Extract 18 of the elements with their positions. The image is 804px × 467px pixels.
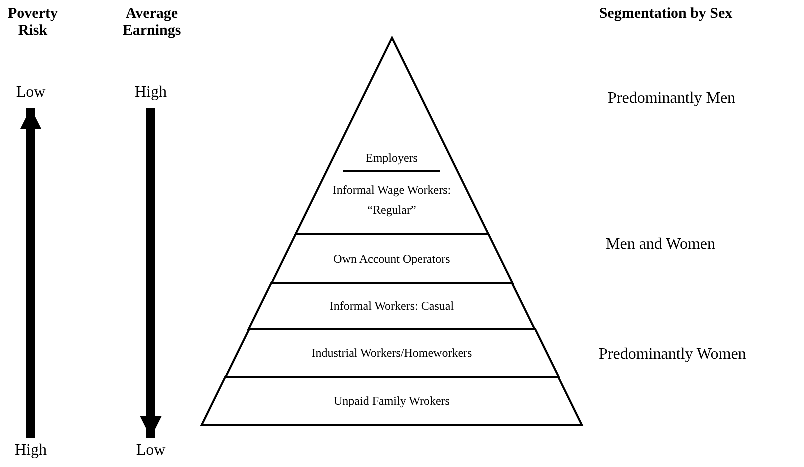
scale-end-label: Low (9, 84, 53, 102)
column-heading: Segmentation by Sex (598, 6, 734, 23)
segment-label: Men and Women (606, 236, 716, 254)
segment-label: Predominantly Men (608, 90, 736, 108)
column-heading: Average Earnings (122, 6, 182, 40)
scale-end-label: High (9, 442, 53, 460)
tier-label: Unpaid Family Wrokers (334, 393, 450, 410)
scale-end-label: High (129, 84, 173, 102)
arrow (20, 108, 42, 438)
arrow (140, 108, 162, 438)
segment-label: Predominantly Women (599, 346, 746, 364)
scale-end-label: Low (129, 442, 173, 460)
tier-label: Employers (366, 150, 418, 167)
tier-label: Industrial Workers/Homeworkers (312, 345, 472, 362)
tier-label: Own Account Operators (334, 250, 450, 268)
tier-label: Informal Workers: Casual (330, 298, 454, 315)
column-heading: Poverty Risk (8, 6, 58, 40)
tier-label: Informal Wage Workers: “Regular” (332, 182, 452, 219)
